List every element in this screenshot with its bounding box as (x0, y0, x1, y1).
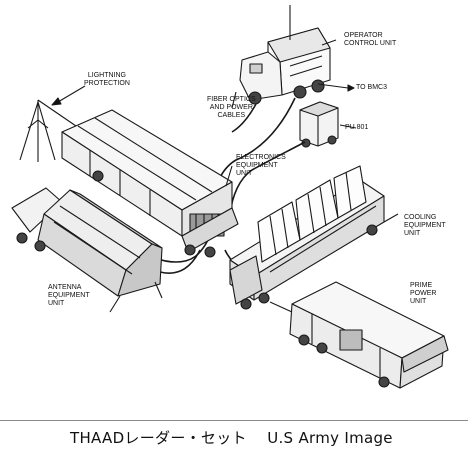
label-prime-power-unit: PRIME POWER UNIT (410, 282, 437, 305)
lightning-protection-mast (19, 99, 77, 162)
bmc3-arrow (317, 83, 355, 92)
label-fiber-optics: FIBER OPTICS AND POWER CABLES (207, 96, 256, 119)
label-electronics-equipment-unit: ELECTRONICS EQUIPMENT UNIT (236, 154, 286, 177)
label-pu801: PU 801 (345, 124, 369, 131)
pu801-generator (299, 101, 357, 148)
operator-control-unit-truck (239, 5, 331, 105)
image-caption: THAADレーダー・セット U.S Army Image (70, 429, 393, 447)
electronics-equipment-unit (61, 109, 239, 258)
label-lightning-protection: LIGHTNING PROTECTION (84, 72, 130, 87)
fiber-label-leader (231, 91, 237, 109)
electronics-label-leader (225, 165, 233, 187)
lightning-arrow (51, 85, 86, 106)
prime-power-unit (269, 281, 449, 389)
caption-bar: THAADレーダー・セット U.S Army Image (0, 420, 468, 449)
label-antenna-equipment-unit: ANTENNA EQUIPMENT UNIT (48, 284, 90, 307)
label-cooling-equipment-unit: COOLING EQUIPMENT UNIT (404, 214, 446, 237)
thaad-radar-illustration (11, 5, 449, 389)
cooling-equipment-unit (229, 165, 399, 310)
ocu-label-leader (321, 39, 337, 46)
antenna-equipment-unit (11, 187, 163, 313)
label-to-bmc3: TO BMC3 (356, 84, 387, 91)
label-operator-control-unit: OPERATOR CONTROL UNIT (344, 32, 397, 47)
